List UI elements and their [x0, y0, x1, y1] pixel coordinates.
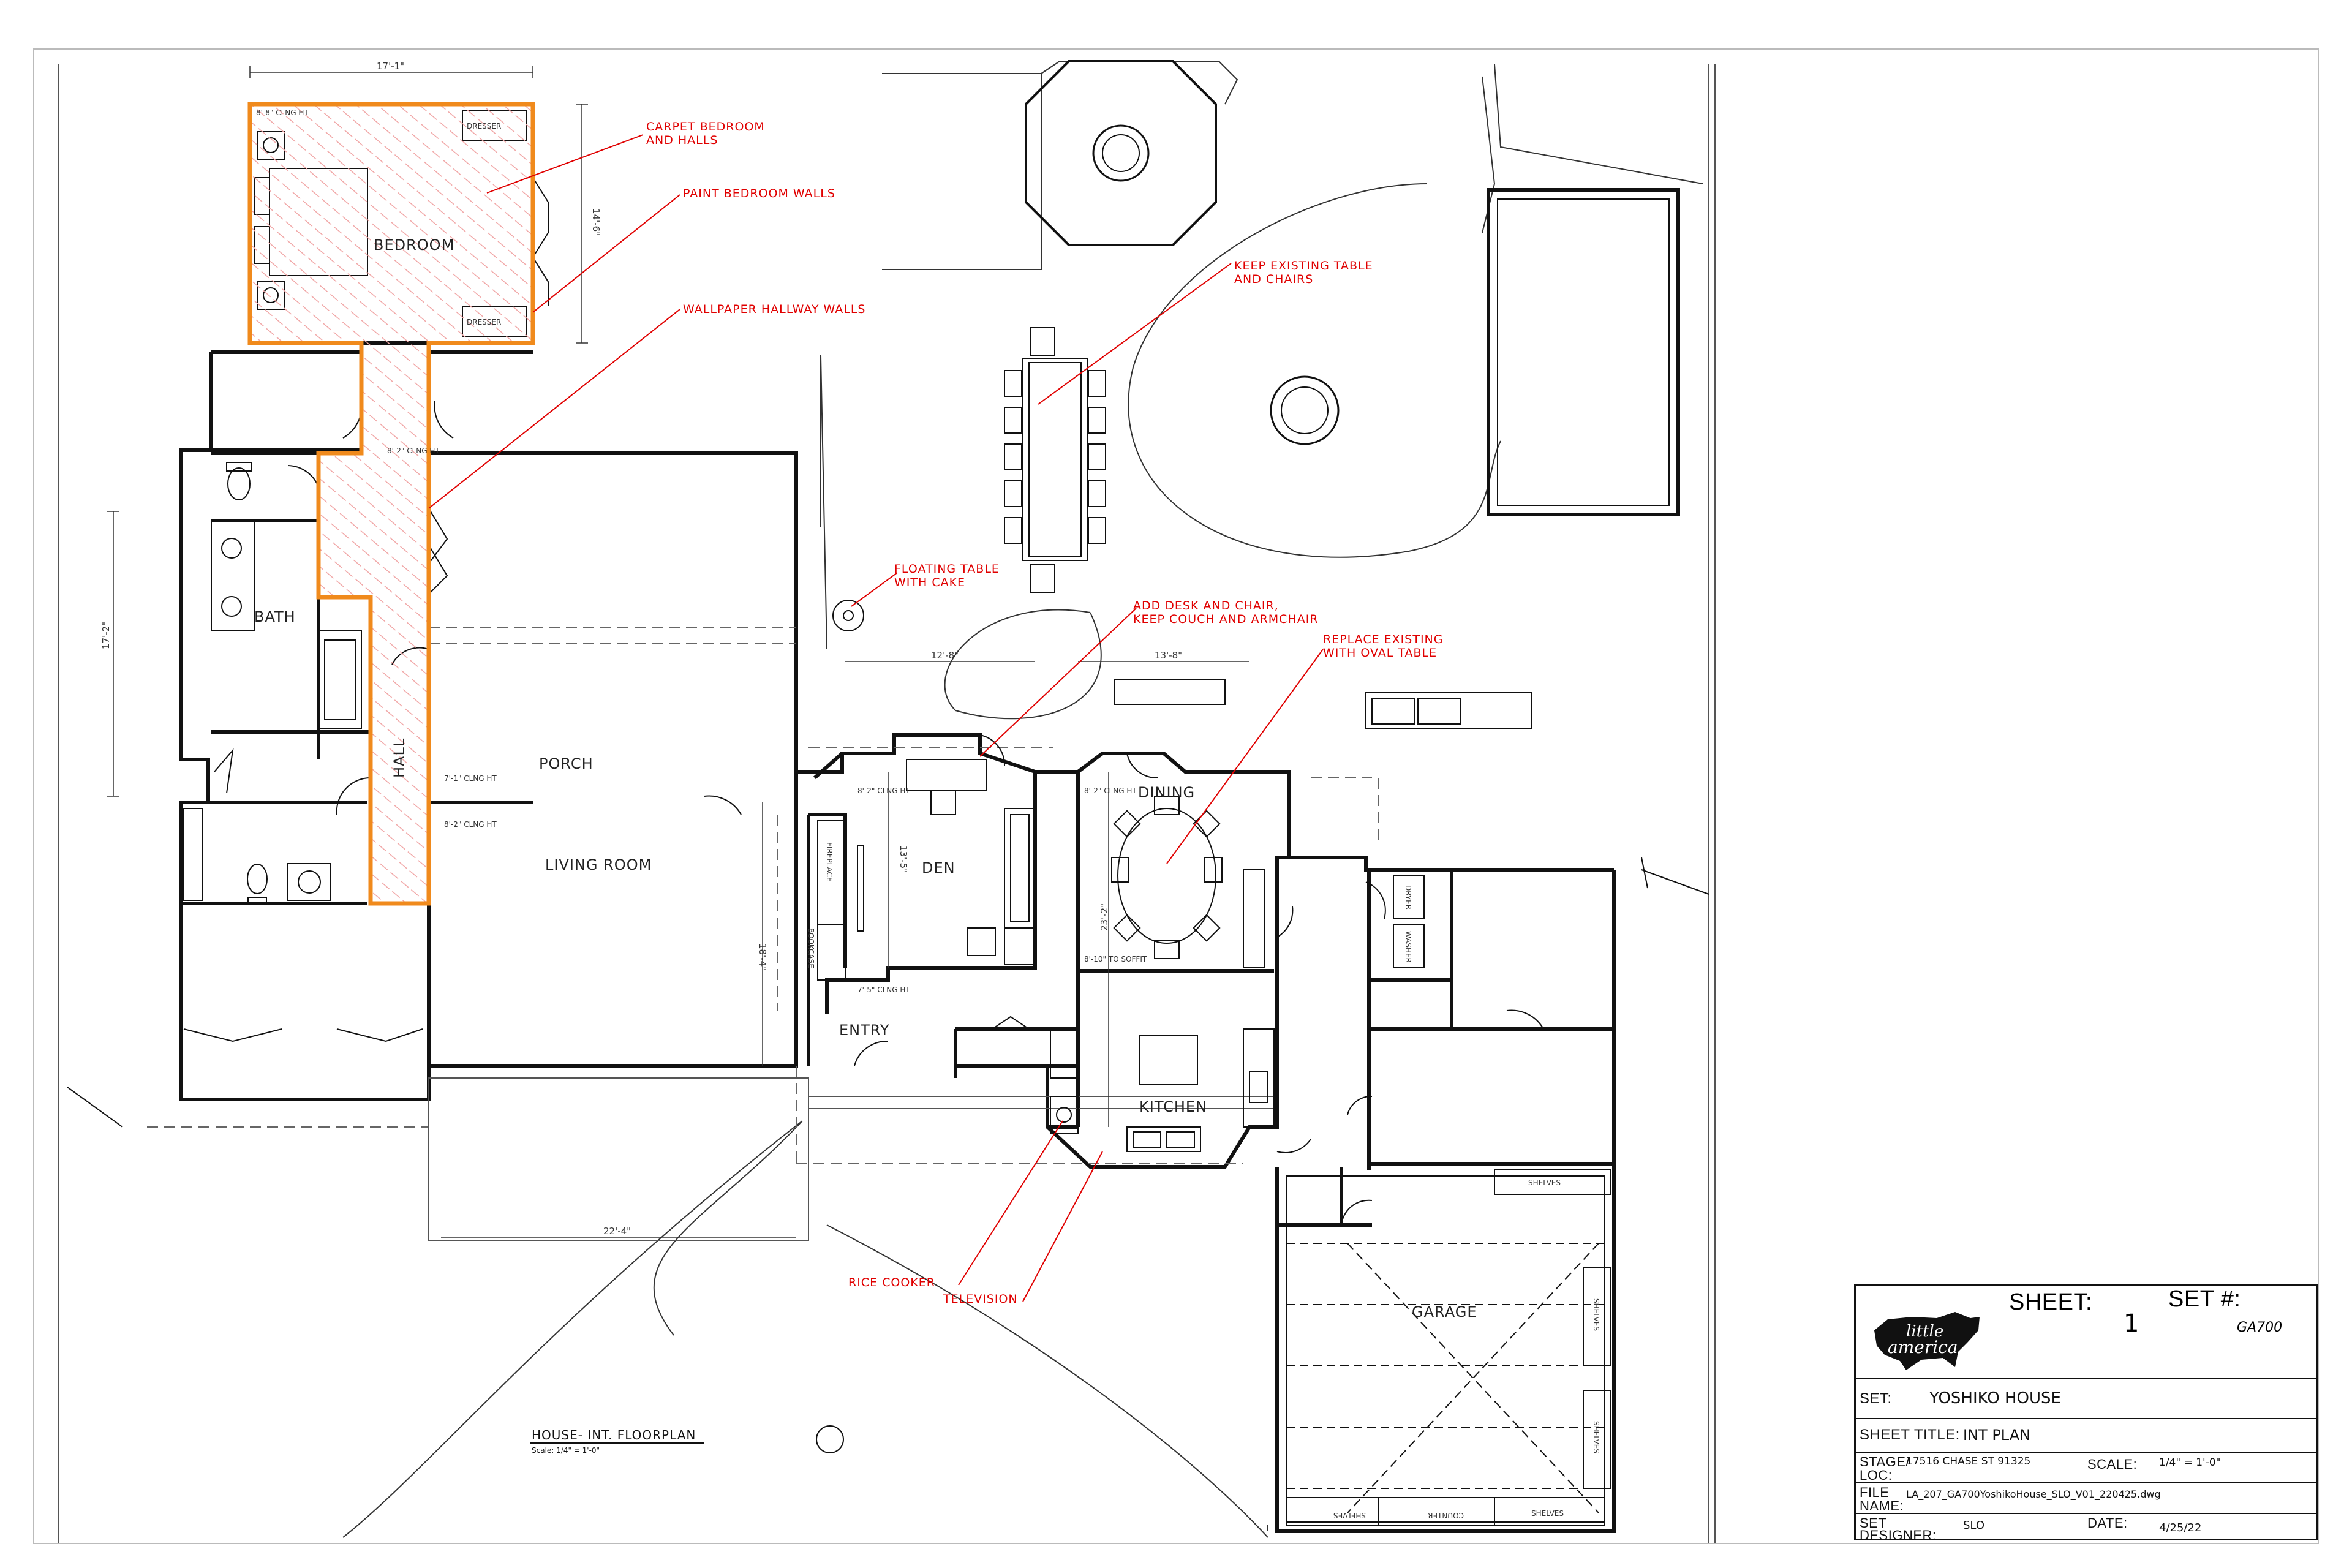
dim-den-height: 13'-5" — [898, 845, 909, 873]
gazebo — [1025, 60, 1217, 246]
dim-dining-width: 13'-8" — [1155, 650, 1182, 661]
row-designer: SET DESIGNER: SLO DATE: 4/25/22 — [1856, 1513, 2316, 1543]
label-dresser-1: DRESSER — [467, 122, 501, 130]
site-lines — [342, 61, 1703, 1538]
file-label: FILE — [1860, 1485, 1890, 1500]
door-swings — [67, 177, 1709, 1226]
set-value: YOSHIKO HOUSE — [1929, 1389, 2061, 1408]
note-rice-cooker: RICE COOKER — [848, 1276, 935, 1289]
row-set: SET: YOSHIKO HOUSE — [1856, 1378, 2316, 1419]
dim-den-width: 12'-8" — [931, 650, 959, 661]
row-sheet-title: SHEET TITLE: INT PLAN — [1856, 1418, 2316, 1453]
ceiling-kitchen: 8'-10" TO SOFFIT — [1084, 955, 1147, 963]
label-bookcase: BOOKCASE — [807, 928, 815, 968]
sheet-title-value: INT PLAN — [1963, 1427, 2031, 1444]
room-label-kitchen: KITCHEN — [1139, 1098, 1207, 1115]
designer-label: DESIGNER: — [1860, 1528, 1937, 1543]
ceiling-dining: 8'-2" CLNG HT — [1084, 786, 1137, 795]
svg-text:little: little — [1906, 1322, 1943, 1341]
set-label: SET: — [1860, 1390, 1892, 1407]
north-marker — [816, 1425, 844, 1453]
label-shelves-4: SHELVES — [1333, 1511, 1366, 1520]
scale-value: 1/4" = 1'-0" — [2159, 1457, 2221, 1469]
porch-dashes — [147, 627, 1379, 1164]
label-shelves-2: SHELVES — [1592, 1298, 1600, 1331]
dim-bedroom-height: 14'-6" — [590, 208, 601, 236]
ceiling-bedroom: 8'-8" CLNG HT — [256, 108, 309, 117]
note-desk: ADD DESK AND CHAIR,KEEP COUCH AND ARMCHA… — [1133, 599, 1319, 626]
pool-house — [1487, 188, 1680, 516]
label-washer: WASHER — [1404, 931, 1412, 963]
label-dryer: DRYER — [1404, 885, 1412, 910]
room-label-dining: DINING — [1138, 784, 1195, 801]
garage-details — [1286, 1169, 1611, 1526]
ceiling-den-lower: 7'-5" CLNG HT — [858, 986, 910, 994]
floating-table — [832, 600, 864, 631]
room-label-living-room: LIVING ROOM — [545, 856, 652, 873]
ceiling-porch: 7'-1" CLNG HT — [444, 774, 497, 783]
dim-living-height: 18'-4" — [757, 943, 768, 971]
little-america-logo: little america — [1874, 1312, 1980, 1370]
dim-bedroom-width: 17'-1" — [377, 61, 404, 72]
ceiling-living: 8'-2" CLNG HT — [444, 820, 497, 829]
label-shelves-1: SHELVES — [1528, 1178, 1561, 1187]
label-shelves-3: SHELVES — [1592, 1421, 1600, 1453]
scale-label: SCALE: — [2087, 1457, 2138, 1472]
ceiling-den: 8'-2" CLNG HT — [858, 786, 910, 795]
annotation-leaders — [428, 134, 1324, 1302]
room-label-porch: PORCH — [539, 755, 594, 772]
room-label-hall: HALL — [391, 738, 408, 778]
row-file: FILE NAME: LA_207_GA700YoshikoHouse_SLO_… — [1856, 1482, 2316, 1514]
date-value: 4/25/22 — [2159, 1521, 2202, 1534]
stage-label: STAGE/ — [1860, 1454, 1910, 1469]
file-value: LA_207_GA700YoshikoHouse_SLO_V01_220425.… — [1906, 1488, 2161, 1500]
set-number-value: GA700 — [2237, 1320, 2283, 1335]
sheet-value: 1 — [2124, 1310, 2139, 1338]
label-dresser-2: DRESSER — [467, 318, 501, 326]
set-designer-label: SET — [1860, 1515, 1887, 1531]
sheet-border — [33, 48, 2319, 1544]
round-table-outdoor — [1270, 375, 1340, 445]
dim-lower-width: 22'-4" — [603, 1226, 631, 1237]
label-shelves-5: SHELVES — [1531, 1509, 1564, 1518]
plan-title: HOUSE- INT. FLOORPLAN — [532, 1428, 696, 1442]
dim-west-wing: 17'-2" — [100, 622, 111, 649]
name-label: NAME: — [1860, 1498, 1904, 1513]
room-label-entry: ENTRY — [839, 1022, 890, 1039]
room-label-bedroom: BEDROOM — [374, 236, 454, 254]
sheet-title-label: SHEET TITLE: — [1860, 1427, 1960, 1443]
gazebo-table — [1092, 124, 1150, 182]
outdoor-table-and-chairs — [1004, 327, 1106, 593]
note-television: TELEVISION — [943, 1292, 1018, 1306]
designer-value: SLO — [1963, 1519, 1985, 1532]
room-label-garage: GARAGE — [1412, 1303, 1477, 1321]
title-block: little america SHEET: 1 SET #: GA700 SET… — [1854, 1284, 2318, 1543]
svg-text:america: america — [1888, 1337, 1958, 1357]
highlight-area — [247, 102, 535, 906]
row-stage: STAGE/ LOC: 17516 CHASE ST 91325 SCALE: … — [1856, 1452, 2316, 1483]
date-label: DATE: — [2087, 1515, 2128, 1531]
ceiling-hall: 8'-2" CLNG HT — [387, 447, 440, 455]
set-number-label: SET #: — [2168, 1286, 2241, 1312]
dim-dining-height: 23'-2" — [1099, 903, 1110, 931]
sheet-label: SHEET: — [2009, 1289, 2093, 1315]
dimension-lines — [107, 66, 1250, 1238]
lower-porch — [428, 1077, 1274, 1241]
label-fireplace: FIREPLACE — [825, 842, 834, 882]
stage-value: 17516 CHASE ST 91325 — [1906, 1455, 2031, 1468]
label-counter: COUNTER — [1428, 1511, 1464, 1520]
loc-label: LOC: — [1860, 1468, 1893, 1483]
note-paint: PAINT BEDROOM WALLS — [683, 187, 835, 200]
room-label-den: DEN — [922, 859, 956, 876]
plan-scale: Scale: 1/4" = 1'-0" — [532, 1446, 600, 1455]
room-label-bath: BATH — [254, 608, 296, 625]
note-wallpaper: WALLPAPER HALLWAY WALLS — [683, 303, 865, 316]
